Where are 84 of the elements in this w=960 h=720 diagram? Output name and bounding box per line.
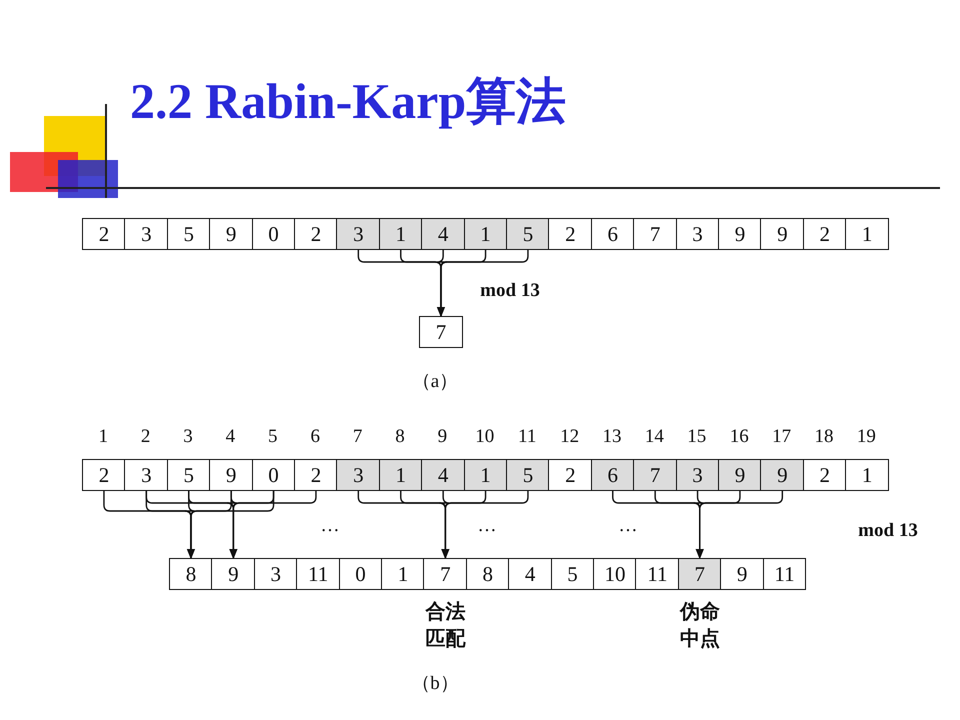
index-number: 2 (140, 426, 150, 448)
array-cell: 3 (124, 218, 168, 250)
array-cell: 1 (464, 218, 508, 250)
array-cell: 11 (635, 558, 680, 590)
arrow (696, 491, 784, 559)
array-cell: 2 (548, 459, 592, 491)
array-cell: 2 (802, 218, 847, 250)
index-number: 6 (310, 426, 320, 448)
array-cell: 5 (506, 218, 550, 250)
index-number: 18 (814, 426, 834, 448)
index-number: 10 (475, 426, 494, 448)
ellipsis: … (320, 515, 340, 537)
array-cell: 9 (760, 218, 804, 250)
array-cell: 11 (296, 558, 340, 590)
array-cell: 2 (294, 218, 338, 250)
index-number: 7 (352, 426, 362, 448)
array-cell: 7 (633, 459, 678, 491)
array-cell: 3 (124, 459, 168, 491)
array-cell: 7 (678, 558, 722, 590)
index-number: 12 (560, 426, 580, 448)
array-cell: 4 (508, 558, 552, 590)
array-cell: 2 (82, 459, 126, 491)
array-cell: 1 (378, 459, 423, 491)
array-cell: 6 (590, 218, 635, 250)
array-cell: 4 (421, 459, 466, 491)
array-cell: 3 (336, 218, 380, 250)
slide-title: 2.2 Rabin-Karp算法 (130, 72, 566, 131)
index-number: 16 (730, 426, 749, 448)
array-cell: 5 (506, 459, 550, 491)
array-cell: 0 (338, 558, 382, 590)
index-number: 19 (856, 426, 876, 448)
array-cell: 9 (209, 459, 254, 491)
array-cell: 1 (464, 459, 508, 491)
index-number: 3 (183, 426, 193, 448)
subfigure-caption: （b） (411, 672, 459, 696)
index-number: 9 (438, 426, 448, 448)
array-cell: 9 (209, 218, 254, 250)
array-cell: 2 (294, 459, 338, 491)
array-cell: 5 (550, 558, 594, 590)
array-cell: 3 (336, 459, 380, 491)
array-cell: 4 (421, 218, 466, 250)
ellipsis: … (618, 515, 638, 537)
cell-caption: 伪命中点 (678, 598, 721, 652)
array-cell: 1 (845, 218, 890, 250)
array-cell: 2 (82, 218, 126, 250)
array-cell: 6 (590, 459, 635, 491)
array-cell: 3 (676, 459, 720, 491)
array-cell: 8 (169, 558, 213, 590)
array-cell: 7 (419, 316, 463, 348)
array-cell: 7 (423, 558, 468, 590)
array-cell: 9 (718, 459, 762, 491)
array-cell: 7 (633, 218, 678, 250)
index-number: 5 (268, 426, 278, 448)
cell-caption: 合法匹配 (424, 598, 467, 652)
index-number: 8 (395, 426, 405, 448)
array-cell: 9 (718, 218, 762, 250)
array-cell: 1 (378, 218, 423, 250)
index-number: 1 (98, 426, 108, 448)
array-cell: 9 (720, 558, 764, 590)
array-cell: 9 (211, 558, 256, 590)
array-cell: 11 (762, 558, 806, 590)
index-number: 4 (226, 426, 236, 448)
array-cell: 10 (593, 558, 637, 590)
index-number: 17 (772, 426, 792, 448)
operation-label: mod 13 (858, 520, 918, 542)
array-cell: 2 (802, 459, 847, 491)
index-number: 13 (602, 426, 622, 448)
index-number: 11 (518, 426, 536, 448)
index-number: 15 (687, 426, 706, 448)
ellipsis: … (478, 515, 496, 537)
array-cell: 5 (166, 459, 211, 491)
array-cell: 9 (760, 459, 804, 491)
array-cell: 3 (676, 218, 720, 250)
array-cell: 1 (381, 558, 425, 590)
array-cell: 0 (252, 218, 296, 250)
array-cell: 5 (166, 218, 211, 250)
array-cell: 1 (845, 459, 890, 491)
subfigure-caption: （a） (412, 370, 458, 394)
index-number: 14 (644, 426, 664, 448)
operation-label: mod 13 (480, 280, 540, 302)
array-cell: 0 (252, 459, 296, 491)
array-cell: 8 (466, 558, 510, 590)
array-cell: 2 (548, 218, 592, 250)
array-cell: 3 (254, 558, 298, 590)
